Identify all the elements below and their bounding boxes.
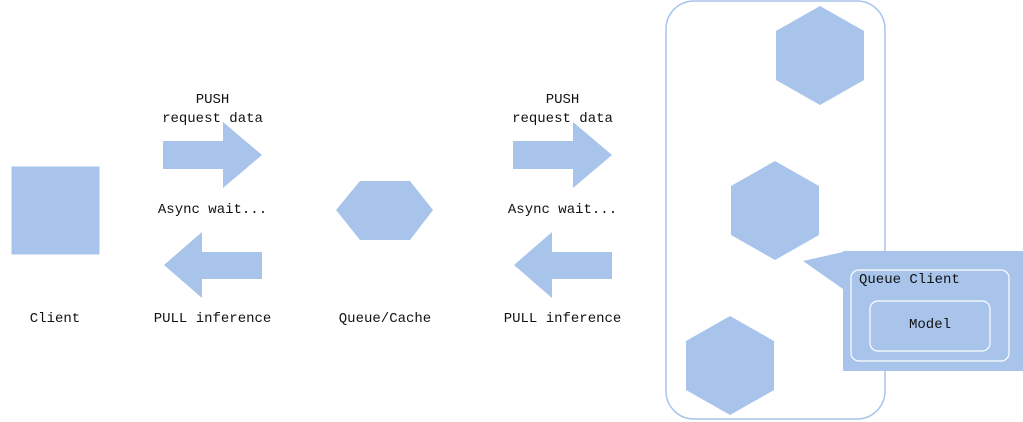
left-wait-label: Async wait... xyxy=(157,202,268,218)
right-push-arrow xyxy=(513,122,612,188)
queue-client-frame xyxy=(850,269,1010,362)
left-push-arrow xyxy=(163,122,262,188)
queue-client-label: Queue Client xyxy=(859,272,960,288)
left-pull-label: PULL inference xyxy=(153,311,272,327)
right-pull-label: PULL inference xyxy=(503,311,622,327)
left-push-label: PUSH request data xyxy=(140,91,285,129)
model-label: Model xyxy=(908,317,951,333)
right-pull-arrow xyxy=(514,232,612,298)
client-label: Client xyxy=(29,311,81,327)
worker-node-middle xyxy=(731,161,819,260)
worker-pool-container xyxy=(665,0,886,420)
left-pull-arrow xyxy=(164,232,262,298)
left-push-line2: request data xyxy=(162,111,263,127)
right-push-line2: request data xyxy=(512,111,613,127)
model-frame xyxy=(869,300,991,352)
right-push-label: PUSH request data xyxy=(490,91,635,129)
queue-cache-label: Queue/Cache xyxy=(338,311,432,327)
right-wait-label: Async wait... xyxy=(507,202,618,218)
callout-pointer xyxy=(803,252,843,289)
worker-node-bottom xyxy=(686,316,774,415)
left-push-line1: PUSH xyxy=(195,92,230,108)
queue-cache-hexagon xyxy=(336,181,433,240)
right-push-line1: PUSH xyxy=(545,92,580,108)
worker-node-top xyxy=(776,6,864,105)
client-box xyxy=(11,166,100,255)
